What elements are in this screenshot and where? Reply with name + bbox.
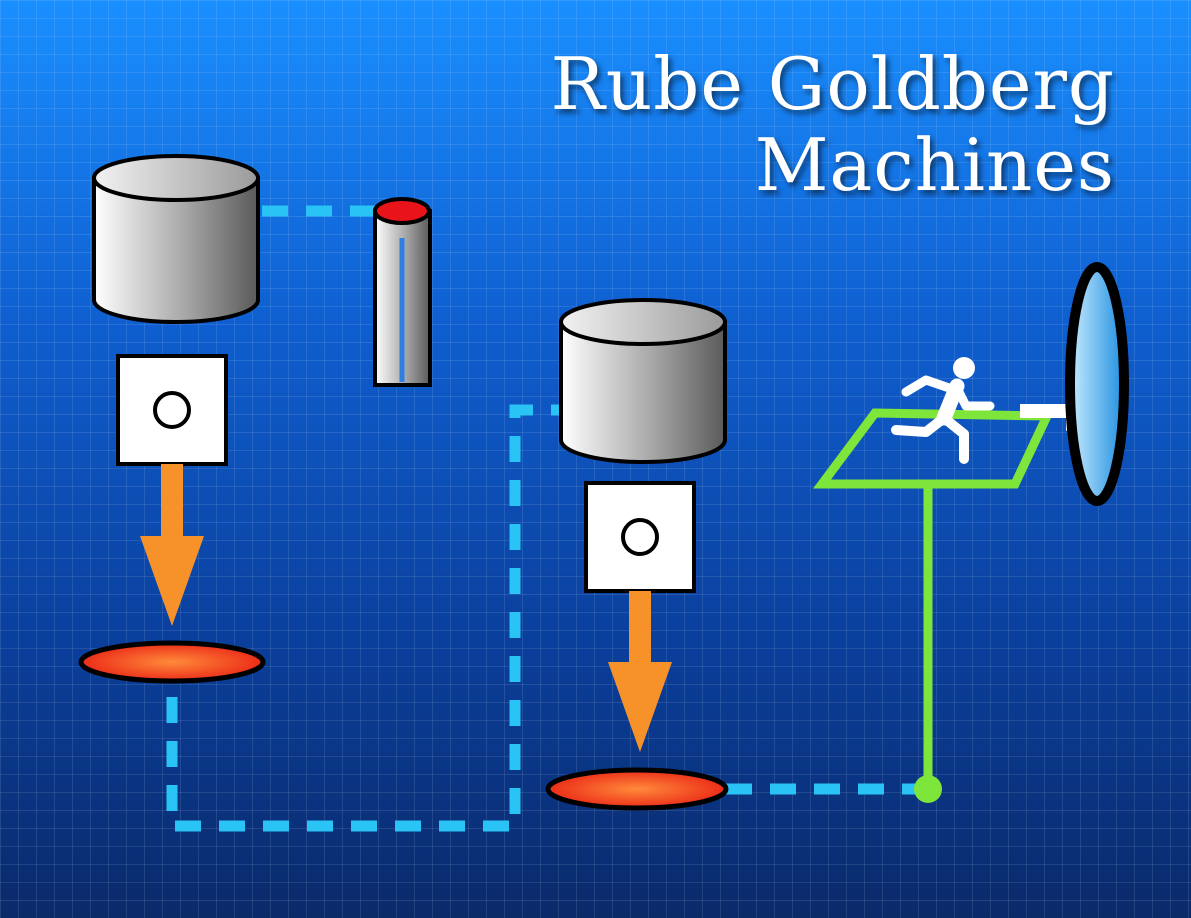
connector-plate1-to-cylinder2 (166, 404, 560, 832)
down-arrow-2 (608, 591, 672, 752)
switch-2-button (621, 518, 659, 556)
trigger-plate-1 (78, 640, 266, 684)
platform (813, 408, 1055, 803)
cylinder-1 (92, 154, 260, 324)
tube-cap (373, 197, 431, 225)
portal (1065, 262, 1129, 506)
page-title: Rube Goldberg Machines (551, 44, 1115, 205)
switch-box-1 (116, 354, 228, 466)
title-line-2: Machines (754, 122, 1115, 207)
cylinder-2 (559, 298, 727, 464)
down-arrow-1 (140, 464, 204, 626)
trigger-plate-2 (545, 767, 729, 811)
tube (373, 197, 432, 387)
running-person-icon (891, 357, 995, 464)
switch-box-2 (584, 481, 696, 593)
title-line-1: Rube Goldberg (550, 42, 1115, 126)
switch-1-button (153, 391, 191, 429)
platform-pivot (914, 775, 942, 803)
connector-lines (166, 205, 928, 832)
